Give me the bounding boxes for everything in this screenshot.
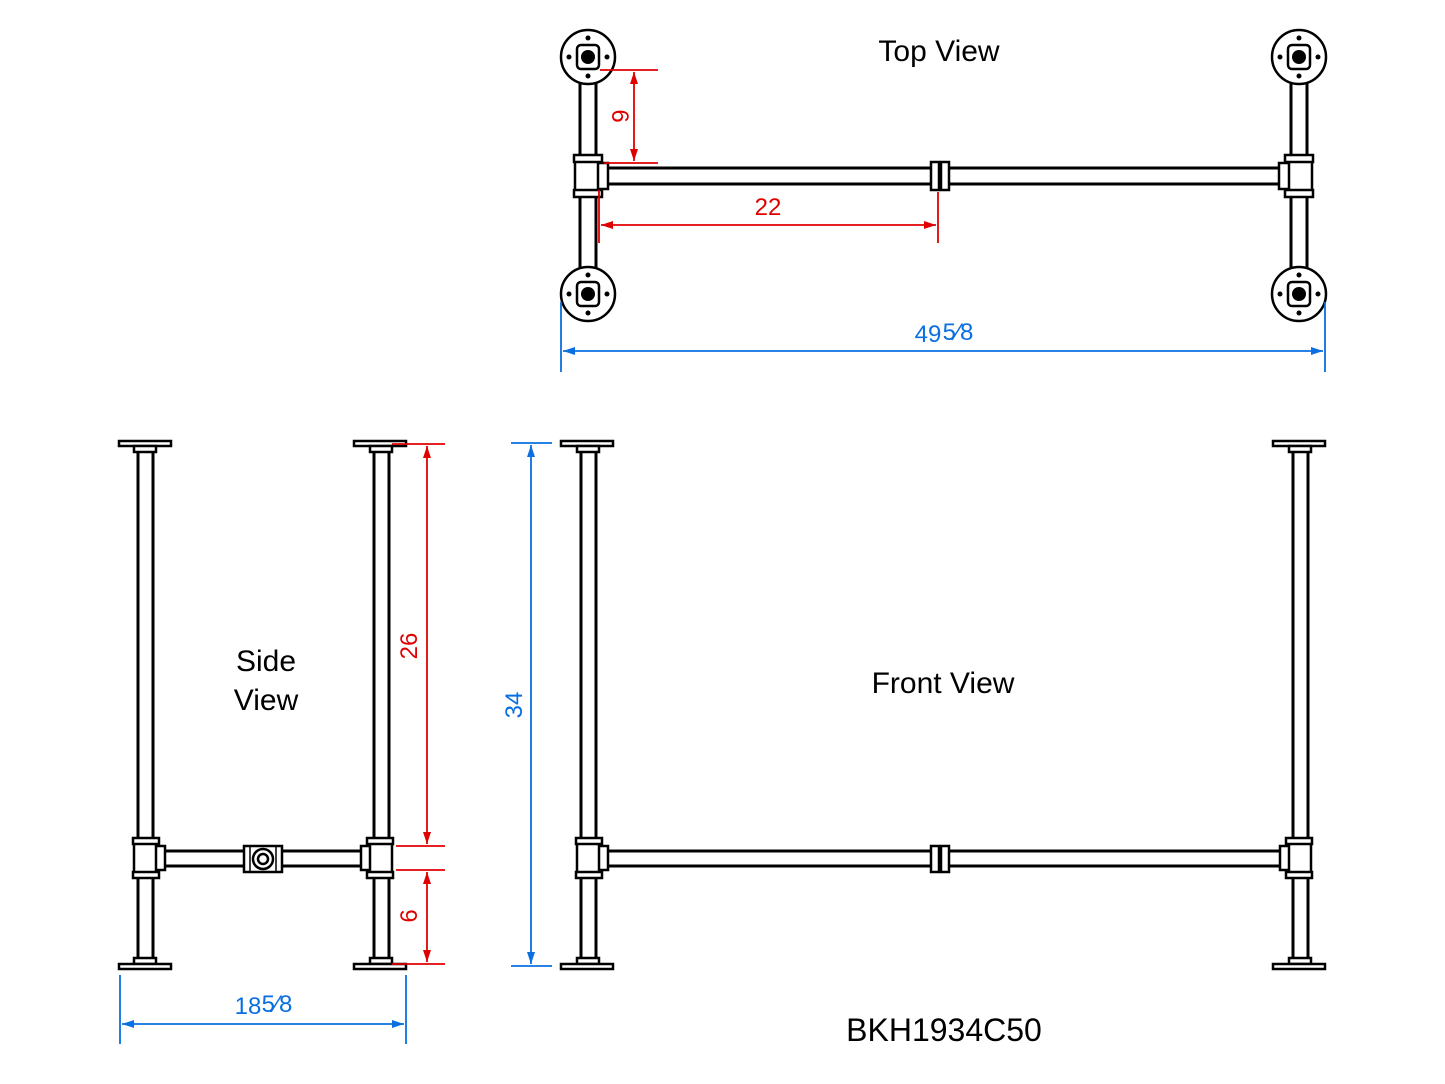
side-dim-18-frac: 5⁄8 bbox=[262, 991, 293, 1018]
top-view-drawing: Top View bbox=[559, 28, 1328, 323]
side-dim-18-whole: 18 bbox=[235, 993, 262, 1020]
side-dim-18-5-8: 18 5⁄8 bbox=[119, 975, 407, 1044]
model-number: BKH1934C50 bbox=[846, 1012, 1042, 1048]
top-view-label: Top View bbox=[878, 35, 1000, 68]
front-dim-34: 34 bbox=[501, 442, 552, 967]
side-dim-26: 26 bbox=[392, 443, 445, 847]
top-dim-49-whole: 49 bbox=[915, 321, 942, 348]
side-dim-6-text: 6 bbox=[396, 909, 423, 922]
front-view-drawing: Front View bbox=[559, 439, 1327, 971]
top-dim-49-5-8: 49 5⁄8 bbox=[560, 302, 1326, 372]
side-dim-6: 6 bbox=[392, 869, 445, 965]
flange-bottom-left bbox=[559, 265, 617, 323]
flange-top-right bbox=[1270, 28, 1328, 86]
side-view-label-line1: Side bbox=[236, 645, 296, 678]
top-dim-6-text: 6 bbox=[606, 109, 633, 122]
front-view-label: Front View bbox=[872, 667, 1015, 700]
top-dim-22-text: 22 bbox=[755, 194, 782, 221]
front-dim-34-text: 34 bbox=[501, 692, 528, 719]
top-dim-6: 6 bbox=[600, 69, 658, 164]
top-dim-49-frac: 5⁄8 bbox=[943, 319, 974, 346]
flange-top-left bbox=[559, 28, 617, 86]
side-view-drawing: Side View bbox=[117, 439, 408, 971]
side-view-label-line2: View bbox=[234, 684, 299, 717]
top-dim-22: 22 bbox=[598, 190, 939, 243]
side-dim-26-text: 26 bbox=[396, 633, 423, 660]
flange-bottom-right bbox=[1270, 265, 1328, 323]
